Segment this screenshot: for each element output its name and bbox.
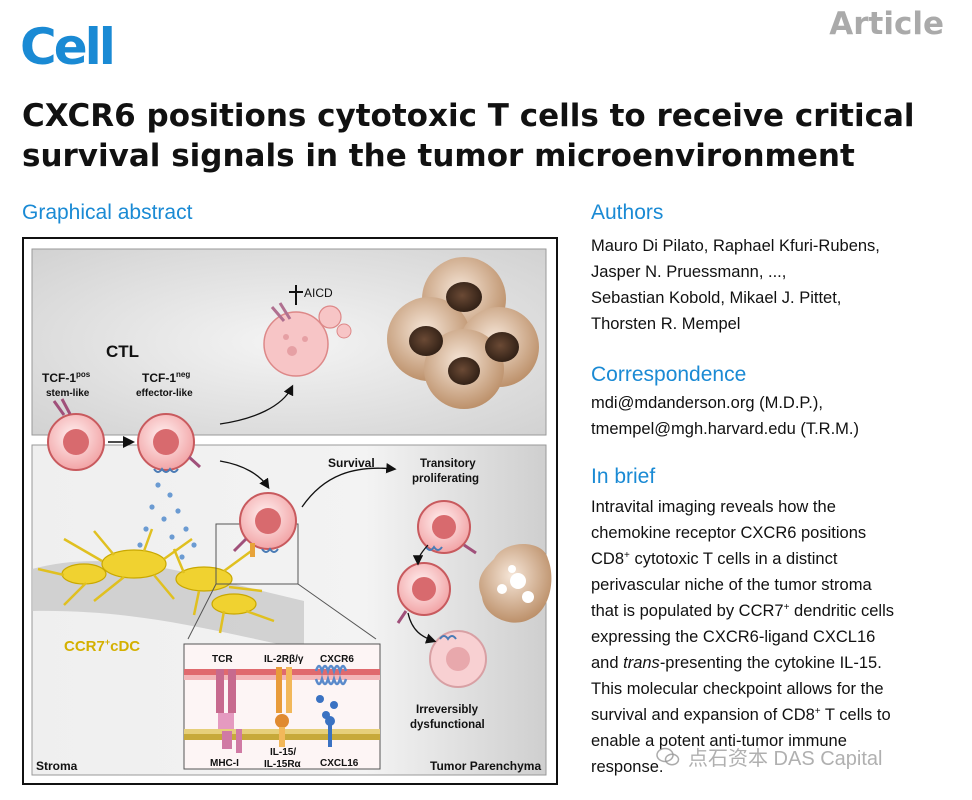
tcf1-pos-label: TCF-1pos [42,370,91,385]
il15-label-1: IL-15/ [270,747,296,758]
article-type-label: Article [829,6,944,42]
brief-line: CD8+ cytotoxic T cells in a distinct [591,550,838,568]
in-brief-heading: In brief [591,465,656,488]
tcf1-neg-label: TCF-1neg [142,370,190,385]
irreversibly-label-1: Irreversibly [416,704,479,716]
effector-like-t-cell [137,413,202,473]
molecular-inset [183,643,381,770]
brief-line: survival and expansion of CD8+ T cells t… [591,706,891,724]
watermark: 点石资本 DAS Capital [656,742,883,771]
dysfunctional-t-cell [429,630,487,688]
transitory-label-1: Transitory [420,458,476,470]
brief-line: This molecular checkpoint allows for the [591,680,884,698]
transitory-label-2: proliferating [412,473,479,485]
journal-logo: Cell [20,18,116,76]
correspondence-email[interactable]: mdi@mdanderson.org (M.D.P.), [591,394,823,412]
dendritic-cell-network [37,528,275,634]
survival-label: Survival [328,456,375,470]
brief-line: and trans-presenting the cytokine IL-15. [591,654,882,672]
correspondence-list: mdi@mdanderson.org (M.D.P.), tmempel@mgh… [591,390,961,442]
author-line: Sebastian Kobold, Mikael J. Pittet, [591,289,842,307]
graphical-abstract-heading: Graphical abstract [22,201,193,224]
niche-t-cell [232,492,297,557]
brief-line: chemokine receptor CXCR6 positions [591,524,867,542]
effector-like-label: effector-like [136,388,193,399]
graphical-abstract-illustration: AICD CTL TCF-1pos stem-like TCF-1neg eff… [31,248,552,776]
correspondence-heading: Correspondence [591,363,747,386]
proliferating-t-cell [417,500,477,555]
authors-heading: Authors [591,201,664,224]
brief-line: that is populated by CCR7+ dendritic cel… [591,602,895,620]
dividing-t-cell [396,562,451,624]
cxcl16-label: CXCL16 [320,758,359,769]
author-line: Mauro Di Pilato, Raphael Kfuri-Rubens, [591,237,880,255]
dagger-icon [289,285,303,305]
correspondence-email[interactable]: tmempel@mgh.harvard.edu (T.R.M.) [591,420,859,438]
tcr-label: TCR [212,654,233,665]
authors-list: Mauro Di Pilato, Raphael Kfuri-Rubens, J… [591,233,961,337]
in-brief-text: Intravital imaging reveals how the chemo… [591,494,963,780]
brief-line: response. [591,758,664,776]
ccr7-cdc-label: CCR7+cDC [64,637,140,655]
aicd-label: AICD [304,286,333,300]
mhc1-label: MHC-I [210,758,239,769]
stem-like-t-cell [47,398,105,471]
cxcr6-label: CXCR6 [320,654,354,665]
irreversibly-label-2: dysfunctional [410,719,485,731]
il15-label-2: IL-15Rα [264,759,302,770]
graphical-abstract-figure: AICD CTL TCF-1pos stem-like TCF-1neg eff… [22,237,558,785]
author-line: Jasper N. Pruessmann, ..., [591,263,787,281]
tumor-cell [479,544,552,623]
article-title: CXCR6 positions cytotoxic T cells to rec… [22,98,915,174]
brief-line: expressing the CXCR6-ligand CXCL16 [591,628,876,646]
tumor-cell-cluster [387,257,539,409]
apoptotic-cell [263,302,352,377]
ctl-label: CTL [106,342,139,361]
tumor-parenchyma-label: Tumor Parenchyma [430,759,541,773]
il2rbg-label: IL-2Rβ/γ [264,654,304,665]
brief-line: Intravital imaging reveals how the [591,498,836,516]
brief-line: enable a potent anti-tumor immune [591,732,847,750]
watermark-text: 点石资本 DAS Capital [688,748,883,770]
author-line: Thorsten R. Mempel [591,315,741,333]
wechat-icon [656,747,680,765]
stem-like-label: stem-like [46,388,90,399]
stroma-label: Stroma [36,759,78,773]
brief-line: perivascular niche of the tumor stroma [591,576,872,594]
